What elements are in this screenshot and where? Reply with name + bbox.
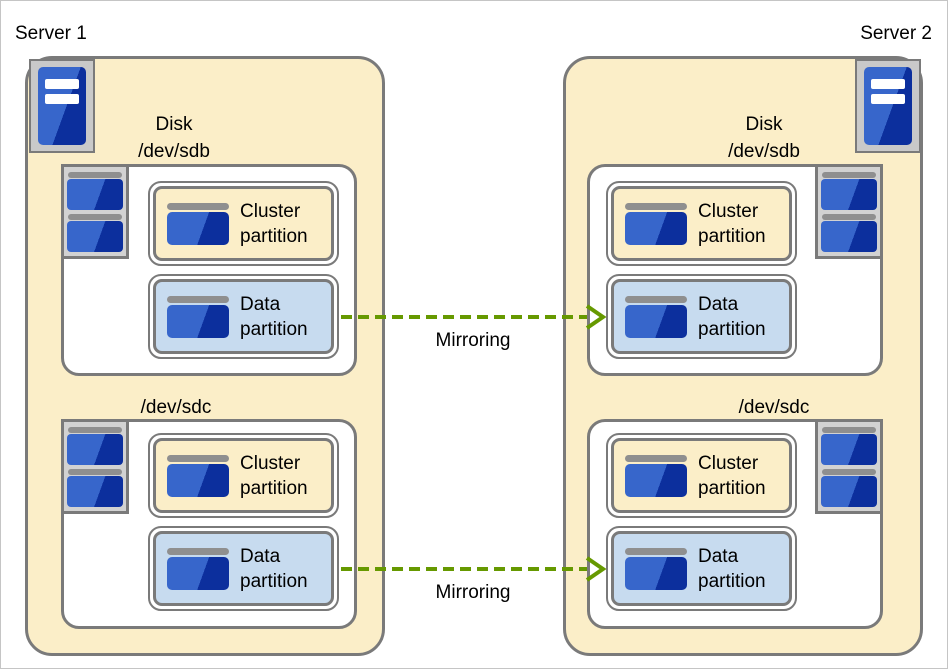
server-tower-icon [38,67,86,145]
partition-disk-icon [625,454,687,497]
disk-sdc-title-s2: /dev/sdc [664,394,884,421]
data-partition-s2-sdc: Data partition [606,526,797,611]
cluster-partition-s1-sdc: Cluster partition [148,433,339,518]
partition-label: Cluster partition [240,452,308,499]
partition-label: Data partition [698,545,766,592]
disk-device: /dev/sdb [138,141,210,162]
disk-icon-bar [68,214,122,220]
data-partition-s2-sdb: Data partition [606,274,797,359]
disk-word: Disk [155,114,193,135]
mirroring-arrow-sdc [341,556,607,582]
partition-disk-icon [167,295,229,338]
tower-slot-icon [871,79,905,89]
data-partition-s1-sdb: Data partition [148,274,339,359]
disk-icon-body [625,463,687,497]
disk-stack-icon [815,419,883,514]
disk-icon-body [67,434,123,465]
disk-icon-body [67,476,123,507]
disk-word: Disk [745,114,783,135]
mirroring-label-sdc: Mirroring [435,582,511,603]
server2-tower-icon [855,59,921,153]
partition-label: Cluster partition [698,452,766,499]
disk-icon-bar [167,295,229,303]
mirroring-label-sdb: Mirroring [435,330,511,351]
disk-icon-bar [68,172,122,178]
tower-slot-icon [871,94,905,104]
disk-icon-body [67,221,123,252]
cluster-partition-s2-sdb: Cluster partition [606,181,797,266]
partition-disk-icon [625,202,687,245]
tower-slot-icon [45,79,79,89]
disk-icon-body [821,221,877,252]
disk-icon-bar [167,547,229,555]
disk-icon-bar [625,454,687,462]
partition-disk-icon [167,454,229,497]
disk-icon-body [167,463,229,497]
partition-label: Cluster partition [698,200,766,247]
disk-sdc-title-s1: /dev/sdc [66,394,286,421]
server1-label: Server 1 [15,23,87,44]
disk-icon-body [821,179,877,210]
partition-disk-icon [167,202,229,245]
disk-icon-bar [68,469,122,475]
disk-device: /dev/sdc [738,397,810,418]
partition-disk-icon [167,547,229,590]
disk-icon-body [821,434,877,465]
disk-icon-bar [167,202,229,210]
disk-icon-body [167,304,229,338]
partition-disk-icon [625,295,687,338]
disk-icon-bar [822,427,876,433]
disk-icon-bar [625,547,687,555]
partition-label: Cluster partition [240,200,308,247]
cluster-partition-s1-sdb: Cluster partition [148,181,339,266]
partition-label: Data partition [240,545,308,592]
disk-icon-body [625,556,687,590]
partition-label: Data partition [698,293,766,340]
disk-icon-bar [822,214,876,220]
disk-icon-body [625,211,687,245]
disk-icon-bar [625,295,687,303]
disk-stack-icon [815,164,883,259]
server1-tower-icon [29,59,95,153]
disk-stack-icon [61,164,129,259]
disk-icon-body [67,179,123,210]
disk-icon-bar [68,427,122,433]
server2-label: Server 2 [860,23,932,44]
disk-icon-body [167,211,229,245]
disk-sdb-title-s1: Disk /dev/sdb [64,111,284,165]
mirroring-arrow-sdb [341,304,607,330]
server-tower-icon [864,67,912,145]
disk-sdb-title-s2: Disk /dev/sdb [654,111,874,165]
disk-stack-icon [61,419,129,514]
partition-disk-icon [625,547,687,590]
disk-icon-bar [625,202,687,210]
disk-icon-bar [822,469,876,475]
disk-icon-body [821,476,877,507]
disk-device: /dev/sdc [140,397,212,418]
tower-slot-icon [45,94,79,104]
disk-icon-body [625,304,687,338]
disk-icon-bar [167,454,229,462]
data-partition-s1-sdc: Data partition [148,526,339,611]
disk-icon-bar [822,172,876,178]
partition-label: Data partition [240,293,308,340]
disk-icon-body [167,556,229,590]
disk-device: /dev/sdb [728,141,800,162]
cluster-partition-s2-sdc: Cluster partition [606,433,797,518]
